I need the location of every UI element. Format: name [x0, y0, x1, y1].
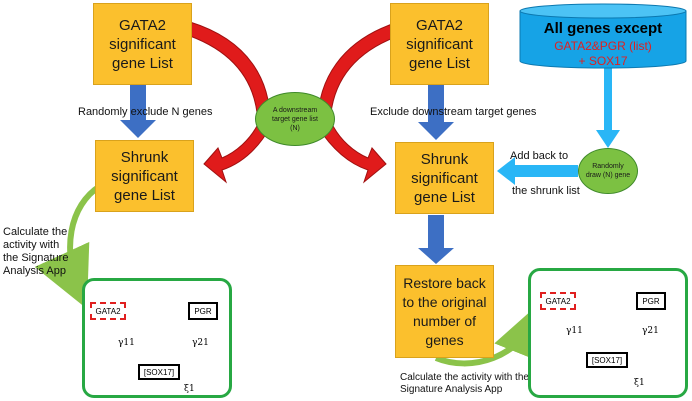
gata2-left-line3: gene List	[112, 54, 173, 72]
oval-downstream-line2: target gene list	[272, 115, 318, 123]
model-right-gamma21: γ21	[642, 326, 659, 336]
model-left-gamma21: γ21	[192, 338, 209, 348]
red-arrowhead-left	[203, 123, 273, 184]
green-arrow-left	[34, 183, 102, 309]
gata2-left-line1: GATA2	[119, 16, 166, 34]
red-arrowhead-right	[315, 123, 387, 184]
model-left-sox17-node: [SOX17]	[138, 364, 180, 380]
label-calc-left: Calculate the activity with the Signatur…	[3, 226, 68, 278]
gata2-list-box-left: GATA2 significant gene List	[93, 3, 192, 85]
oval-downstream-line1: A downstream	[272, 106, 318, 114]
oval-downstream-line3: (N)	[290, 124, 300, 132]
gata2-list-box-right: GATA2 significant gene List	[390, 3, 489, 85]
shrunk-left-line3: gene List	[114, 186, 175, 204]
label-calc-right: Calculate the activity with the Signatur…	[400, 372, 529, 396]
model-left-pgr-node: PGR	[188, 302, 218, 320]
shrunk-left-line2: significant	[111, 167, 178, 185]
arrow-oval-to-shrunk	[497, 157, 578, 185]
database-cylinder-icon	[519, 3, 687, 69]
shrunk-list-box-left: Shrunk significant gene List	[95, 140, 194, 212]
restore-line4: genes	[425, 331, 464, 348]
shrunk-right-line1: Shrunk	[420, 150, 469, 168]
restore-box: Restore back to the original number of g…	[395, 265, 494, 358]
label-add-back-2: the shrunk list	[512, 185, 580, 197]
calc-left-line1: Calculate the	[3, 226, 68, 238]
database-line2: + SOX17	[578, 54, 628, 68]
model-right-xi: ξ1	[634, 378, 645, 388]
shrunk-list-box-right: Shrunk significant gene List	[395, 142, 494, 214]
model-right-pgr-node: PGR	[636, 292, 666, 310]
arrow-down-restore	[418, 215, 454, 264]
arrow-down-right	[418, 85, 454, 140]
model-left-gamma11: γ11	[118, 338, 135, 348]
restore-line3: number of	[412, 312, 477, 329]
model-left-gata2-node: GATA2	[90, 302, 126, 320]
label-randomly-exclude: Randomly exclude N genes	[78, 106, 213, 118]
calc-right-line2: Signature Analysis App	[400, 384, 503, 395]
gata2-right-line2: significant	[406, 35, 473, 53]
shrunk-right-line3: gene List	[414, 188, 475, 206]
model-right-sox17-node: [SOX17]	[586, 352, 628, 368]
all-genes-database: All genes except GATA2&PGR (list) + SOX1…	[518, 3, 688, 69]
calc-left-line3: the Signature	[3, 252, 69, 264]
database-title: All genes except	[543, 20, 663, 37]
database-line1: GATA2&PGR (list)	[554, 39, 652, 53]
random-draw-oval: Randomly draw (N) gene	[578, 148, 638, 194]
model-right-gata2-node: GATA2	[540, 292, 576, 310]
restore-line2: to the original	[402, 293, 487, 310]
restore-line1: Restore back	[403, 274, 486, 291]
model-frame-left	[82, 278, 232, 398]
model-right-gamma11: γ11	[566, 326, 583, 336]
shrunk-left-line1: Shrunk	[120, 148, 169, 166]
arrow-down-left	[120, 85, 156, 138]
label-add-back-1: Add back to	[510, 150, 569, 162]
calc-right-line1: Calculate the activity with the	[400, 372, 529, 383]
oval-random-line1: Randomly	[592, 163, 624, 170]
model-left-xi: ξ1	[184, 384, 195, 394]
gata2-right-line1: GATA2	[416, 16, 463, 34]
calc-left-line4: Analysis App	[3, 265, 66, 277]
model-frame-right	[528, 268, 688, 398]
gata2-left-line2: significant	[109, 35, 176, 53]
label-exclude-downstream: Exclude downstream target genes	[370, 106, 537, 118]
downstream-target-oval: A downstream target gene list (N)	[255, 92, 335, 146]
shrunk-right-line2: significant	[411, 169, 478, 187]
gata2-right-line3: gene List	[409, 54, 470, 72]
oval-random-line2: draw (N) gene	[585, 172, 631, 179]
calc-left-line2: activity with	[3, 239, 60, 251]
arrow-db-to-oval	[596, 65, 620, 148]
